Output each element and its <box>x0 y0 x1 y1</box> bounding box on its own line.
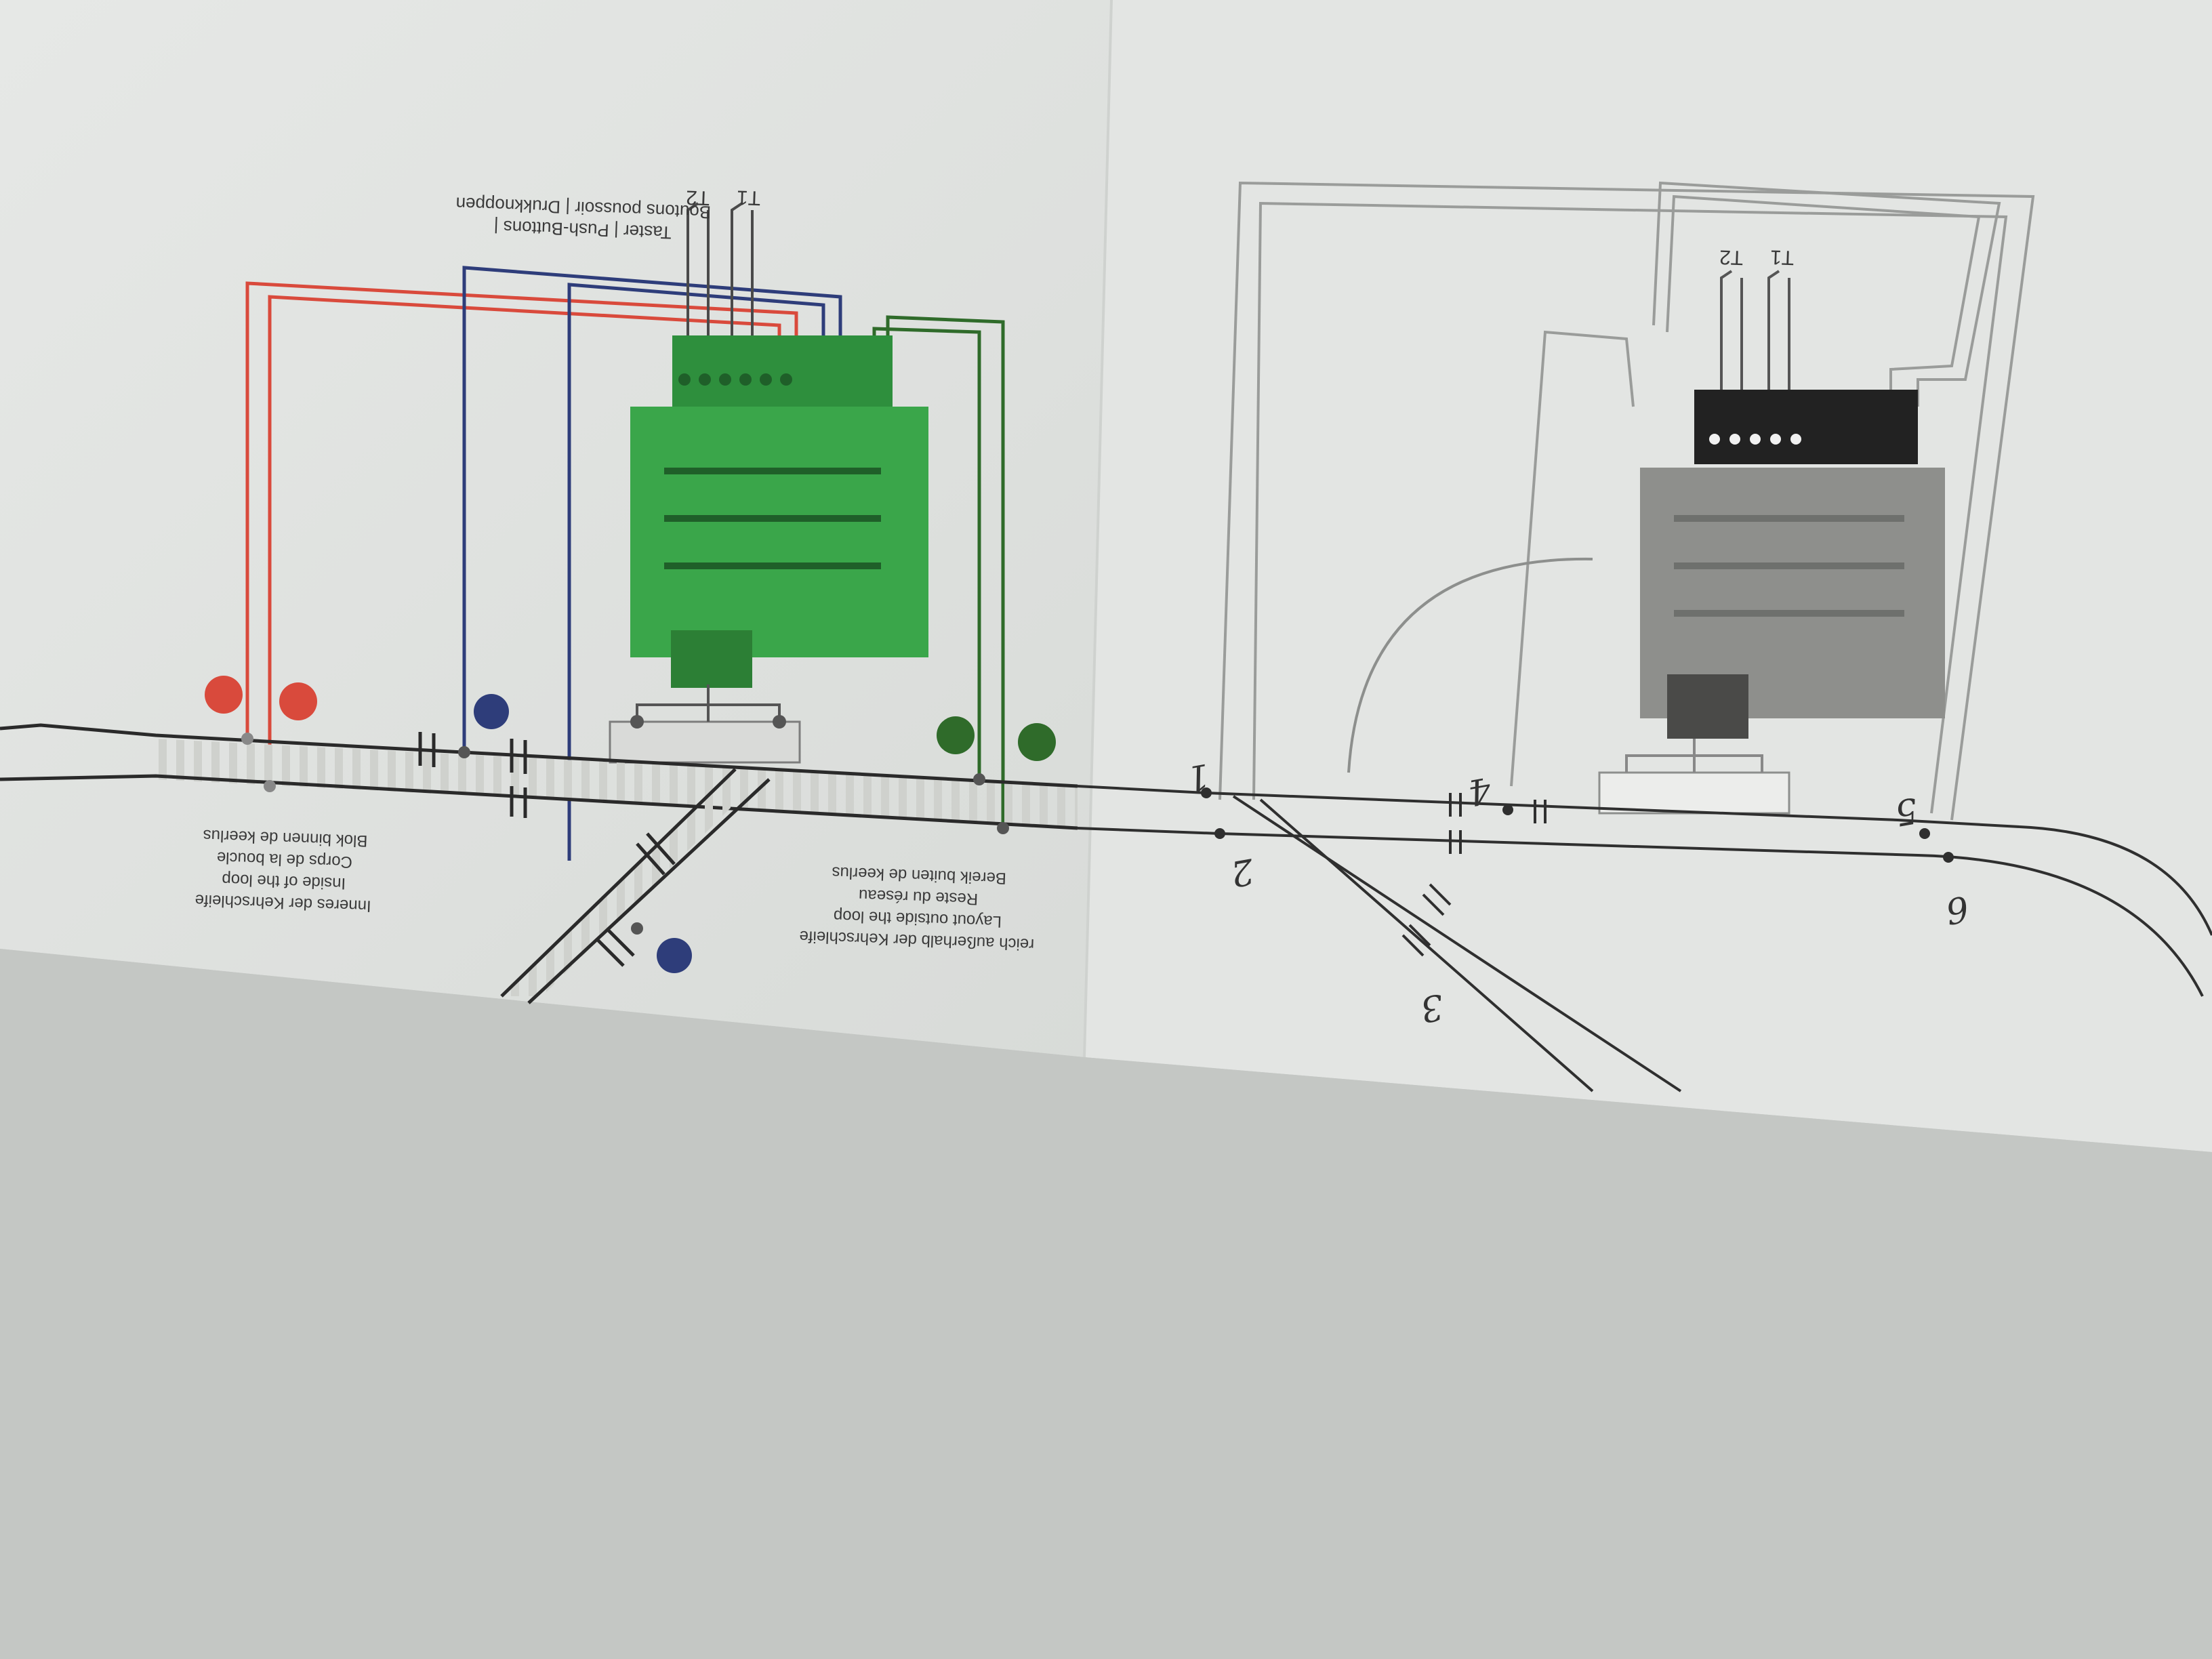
left-switch-base <box>609 684 801 764</box>
left-panel: Taster | Push-Buttons | Boutons poussoir… <box>0 186 1078 1004</box>
right-wires <box>1218 181 2035 821</box>
green-feeder-dot-2 <box>1018 723 1056 761</box>
left-t1-label: T1 <box>737 186 761 209</box>
green-feeder-dot-1 <box>937 716 975 754</box>
blue-feeder-dot-2 <box>657 938 692 973</box>
lower-paper <box>0 949 2212 1659</box>
right-junction-dots <box>1201 787 1954 863</box>
left-track <box>0 723 1078 1004</box>
blue-wires <box>462 266 842 861</box>
blue-feeder-dot-1 <box>474 694 509 729</box>
feeder-dots <box>205 676 1056 973</box>
right-button-wires <box>1720 270 1790 400</box>
left-t2-label: T2 <box>686 186 710 209</box>
grey-module <box>1640 390 1945 739</box>
svg-text:Reste du réseau: Reste du réseau <box>859 886 979 908</box>
sheet-seam <box>1083 0 1113 1058</box>
red-feeder-dot-2 <box>279 682 317 720</box>
button-wires <box>687 202 754 339</box>
right-panel: T1 T2 1 2 3 4 5 6 <box>1077 181 2212 1092</box>
svg-text:Inside of the loop: Inside of the loop <box>222 870 346 893</box>
right-t2-label: T2 <box>1719 245 1744 268</box>
red-feeder-dot-1 <box>205 676 243 714</box>
green-module <box>630 335 928 688</box>
right-t1-label: T1 <box>1770 245 1795 268</box>
